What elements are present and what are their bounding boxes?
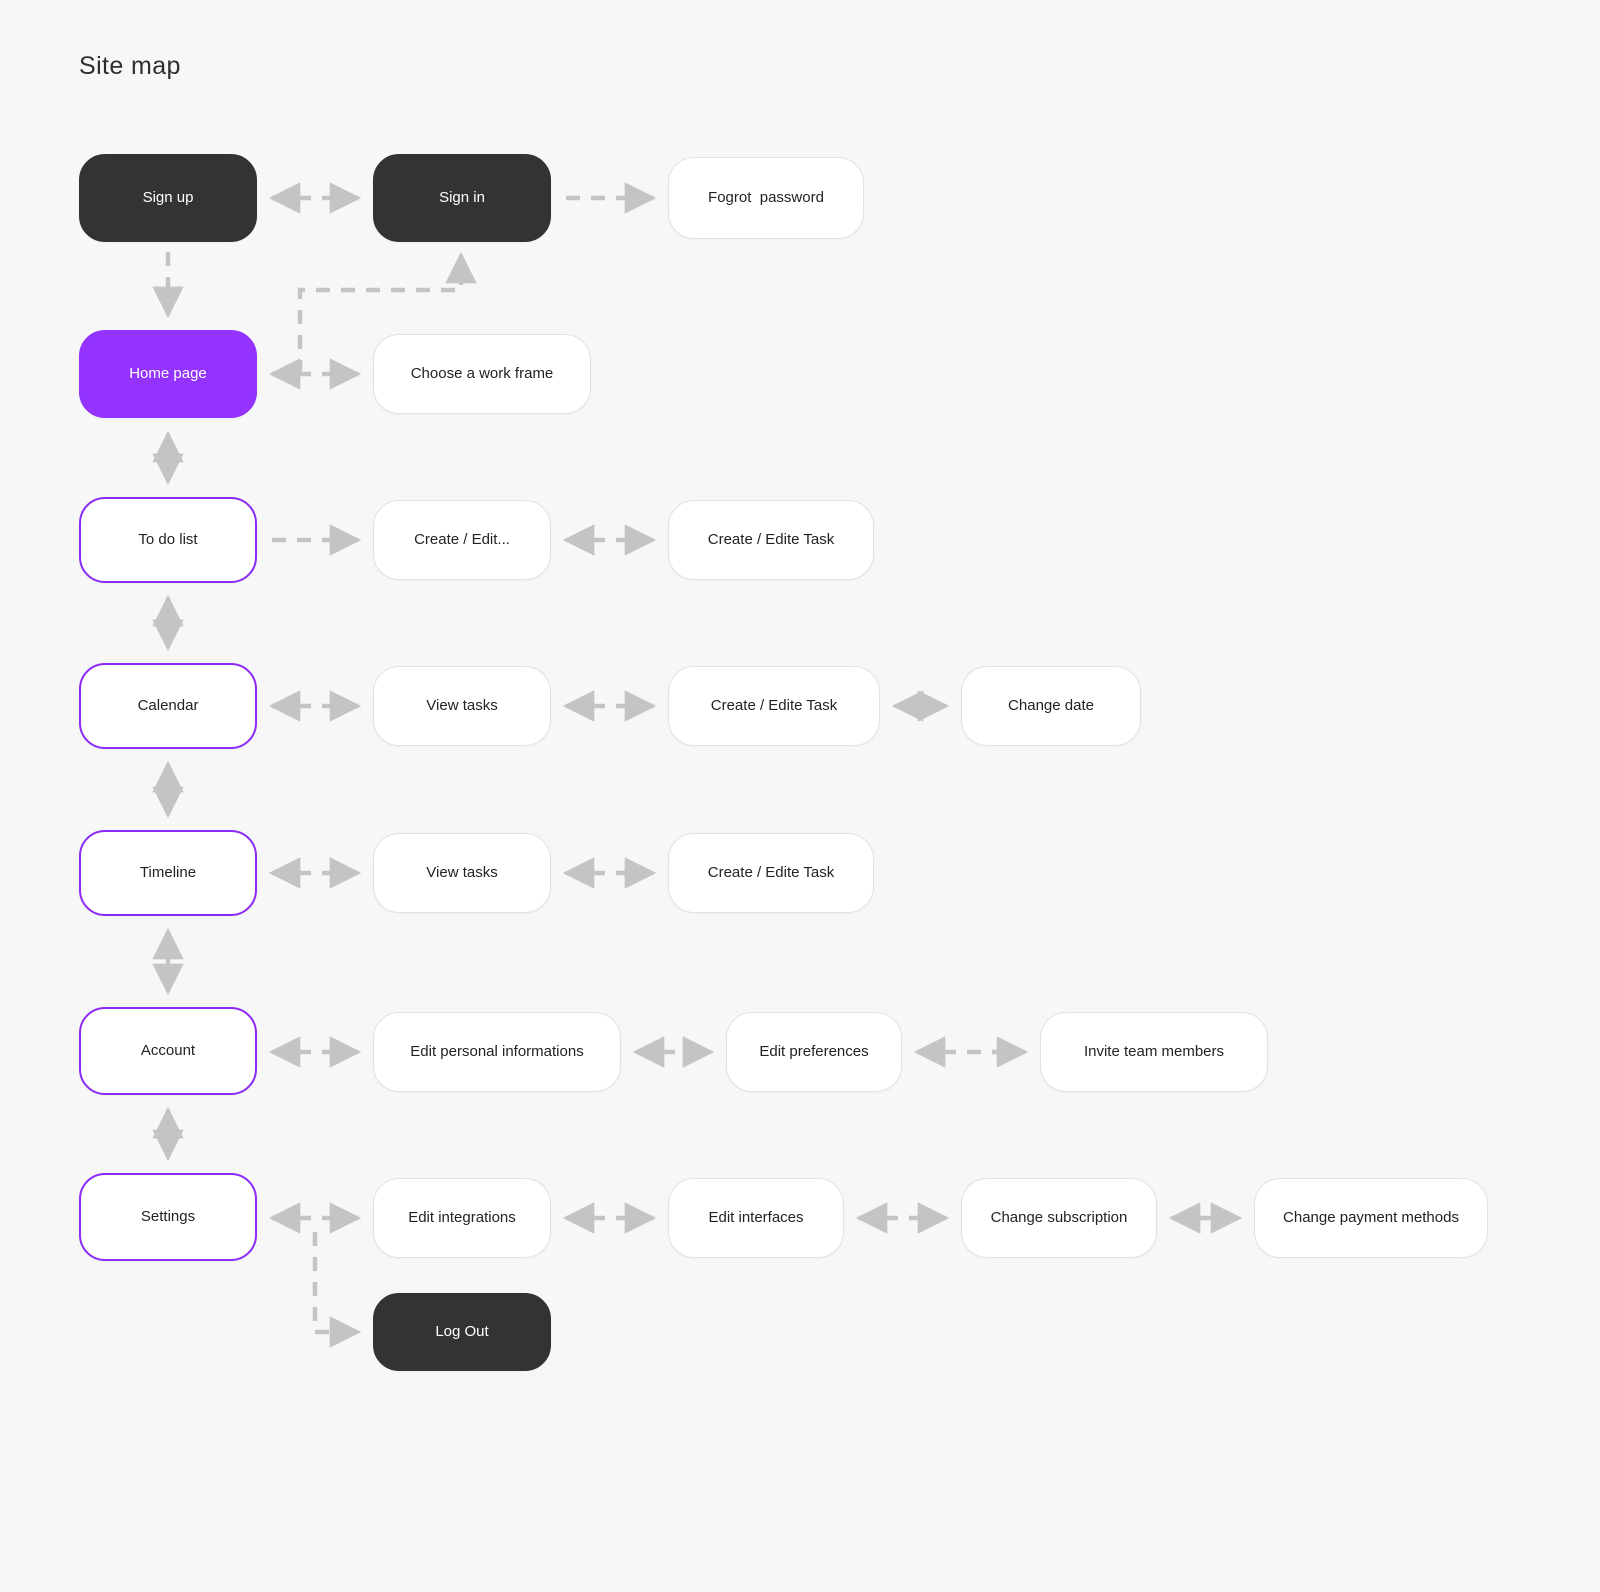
node-change-subscription[interactable]: Change subscription	[961, 1178, 1157, 1258]
node-settings[interactable]: Settings	[79, 1173, 257, 1261]
node-log-out[interactable]: Log Out	[373, 1293, 551, 1371]
edge-settings-log-out	[312, 1232, 362, 1348]
node-edit-preferences[interactable]: Edit preferences	[726, 1012, 902, 1092]
page-title: Site map	[79, 52, 181, 80]
node-create-edit-ellipsis[interactable]: Create / Edit...	[373, 500, 551, 580]
node-edit-integrations[interactable]: Edit integrations	[373, 1178, 551, 1258]
node-sign-in[interactable]: Sign in	[373, 154, 551, 242]
node-to-do-list[interactable]: To do list	[79, 497, 257, 583]
node-view-tasks-calendar[interactable]: View tasks	[373, 666, 551, 746]
node-create-edite-task-todo[interactable]: Create / Edite Task	[668, 500, 874, 580]
node-view-tasks-timeline[interactable]: View tasks	[373, 833, 551, 913]
node-choose-a-work-frame[interactable]: Choose a work frame	[373, 334, 591, 414]
node-change-payment-methods[interactable]: Change payment methods	[1254, 1178, 1488, 1258]
node-fogrot-password[interactable]: Fogrot password	[668, 157, 864, 239]
node-timeline[interactable]: Timeline	[79, 830, 257, 916]
node-create-edite-task-calendar[interactable]: Create / Edite Task	[668, 666, 880, 746]
node-invite-team-members[interactable]: Invite team members	[1040, 1012, 1268, 1092]
node-home-page[interactable]: Home page	[79, 330, 257, 418]
node-change-date[interactable]: Change date	[961, 666, 1141, 746]
node-edit-personal-informations[interactable]: Edit personal informations	[373, 1012, 621, 1092]
node-sign-up[interactable]: Sign up	[79, 154, 257, 242]
node-account[interactable]: Account	[79, 1007, 257, 1095]
node-edit-interfaces[interactable]: Edit interfaces	[668, 1178, 844, 1258]
node-create-edite-task-timeline[interactable]: Create / Edite Task	[668, 833, 874, 913]
node-calendar[interactable]: Calendar	[79, 663, 257, 749]
